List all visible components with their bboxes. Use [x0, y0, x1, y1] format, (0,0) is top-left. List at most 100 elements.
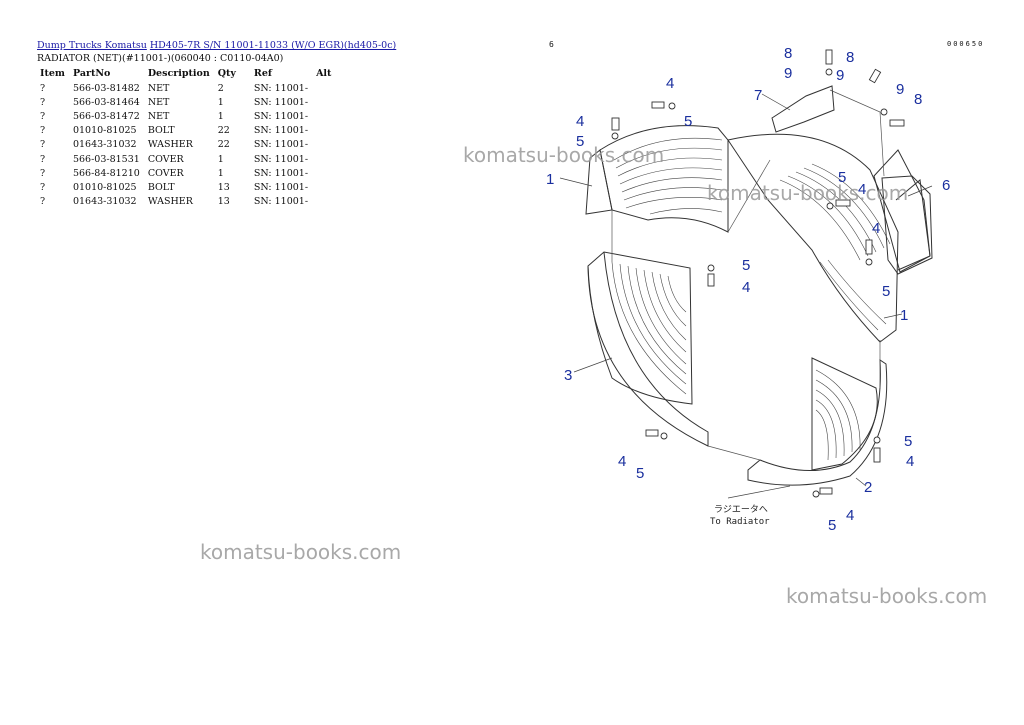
column-header-alt: Alt: [316, 68, 332, 79]
net-upper-left: [585, 125, 729, 233]
cell-item: ?: [40, 153, 46, 165]
watermark-right: komatsu-books.com: [707, 181, 909, 205]
callout-3: 3: [564, 367, 572, 384]
watermark-bottom-left: komatsu-books.com: [200, 540, 402, 564]
cell-partno: 01010-81025: [72, 125, 137, 137]
cell-item: ?: [40, 167, 46, 179]
cell-item: ?: [40, 125, 46, 137]
cell-description: BOLT: [147, 181, 175, 193]
callout-4-f: 4: [618, 453, 626, 470]
cell-partno: 566-84-81210: [72, 167, 140, 179]
cell-qty: 1: [217, 153, 224, 165]
cell-description: COVER: [147, 153, 184, 165]
cell-description: NET: [147, 96, 170, 108]
column-header-partno: PartNo: [72, 68, 111, 79]
cell-ref: SN: 11001-: [253, 196, 309, 208]
callout-4-e: 4: [742, 279, 750, 296]
note-to-radiator-jp: ラジエータへ: [714, 504, 768, 515]
callout-4-c: 4: [858, 181, 866, 198]
table-row: ? 01643-31032 WASHER 13 SN: 11001-: [36, 195, 335, 209]
breadcrumb: Dump Trucks Komatsu HD405-7R S/N 11001-1…: [37, 40, 396, 51]
drawing-code: 000650: [947, 40, 985, 48]
column-header-item: Item: [40, 68, 65, 79]
cell-qty: 1: [217, 96, 224, 108]
table-row: ? 01010-81025 BOLT 13 SN: 11001-: [36, 180, 335, 194]
table-row: ? 01010-81025 BOLT 22 SN: 11001-: [36, 124, 335, 138]
callout-8-b: 8: [846, 49, 854, 66]
callout-5-g: 5: [904, 433, 912, 450]
cell-ref: SN: 11001-: [253, 96, 309, 108]
cell-qty: 13: [217, 181, 230, 193]
callout-2: 2: [864, 479, 872, 496]
watermark-bottom-right: komatsu-books.com: [786, 584, 988, 608]
cell-qty: 1: [217, 167, 224, 179]
callout-4-b: 4: [666, 75, 674, 92]
cell-partno: 01643-31032: [72, 139, 137, 151]
breadcrumb-link-category[interactable]: Dump Trucks Komatsu: [37, 40, 147, 51]
fastener-glyphs: [611, 49, 905, 498]
table-row: ? 566-03-81531 COVER 1 SN: 11001-: [36, 152, 335, 166]
cell-item: ?: [40, 110, 46, 122]
cover-part-7: [771, 85, 835, 133]
callout-5-c: 5: [838, 169, 846, 186]
table-header-row: Item PartNo Description Qty Ref Alt: [36, 66, 335, 81]
callout-4-g: 4: [906, 453, 914, 470]
page-number: 6: [549, 40, 554, 49]
callout-4-a: 4: [576, 113, 584, 130]
parts-table: Item PartNo Description Qty Ref Alt ? 566…: [36, 66, 335, 209]
cell-ref: SN: 11001-: [253, 153, 309, 165]
cell-partno: 566-03-81531: [72, 153, 140, 165]
callout-1-right: 1: [900, 307, 908, 324]
cell-partno: 566-03-81482: [72, 82, 140, 94]
cell-ref: SN: 11001-: [253, 181, 309, 193]
callout-1-left: 1: [546, 171, 554, 188]
callout-5-h: 5: [828, 517, 836, 534]
cell-qty: 22: [217, 125, 230, 137]
callout-5-e: 5: [742, 257, 750, 274]
cell-qty: 13: [217, 196, 230, 208]
cell-ref: SN: 11001-: [253, 167, 309, 179]
cover-part-6: [881, 175, 933, 275]
cell-item: ?: [40, 181, 46, 193]
cell-ref: SN: 11001-: [253, 139, 309, 151]
callout-9-b: 9: [836, 67, 844, 84]
cell-qty: 1: [217, 110, 224, 122]
assembly-guide-lines: [611, 89, 885, 461]
cell-ref: SN: 11001-: [253, 110, 309, 122]
callout-9-a: 9: [784, 65, 792, 82]
callout-5-f: 5: [636, 465, 644, 482]
column-header-description: Description: [147, 68, 210, 79]
callout-8-c: 8: [914, 91, 922, 108]
callout-5-d: 5: [882, 283, 890, 300]
cell-description: NET: [147, 82, 170, 94]
column-header-qty: Qty: [217, 68, 236, 79]
cell-description: NET: [147, 110, 170, 122]
cell-description: WASHER: [147, 196, 193, 208]
callout-9-c: 9: [896, 81, 904, 98]
cell-item: ?: [40, 96, 46, 108]
note-to-radiator-en: To Radiator: [710, 517, 770, 527]
cell-item: ?: [40, 139, 46, 151]
callout-5-a: 5: [576, 133, 584, 150]
cell-partno: 01643-31032: [72, 196, 137, 208]
cell-description: BOLT: [147, 125, 175, 137]
cell-ref: SN: 11001-: [253, 82, 309, 94]
callout-4-d: 4: [872, 220, 880, 237]
page-subtitle: RADIATOR (NET)(#11001-)(060040 : C0110-0…: [37, 53, 284, 64]
cell-item: ?: [40, 196, 46, 208]
cell-partno: 01010-81025: [72, 181, 137, 193]
callout-6: 6: [942, 177, 950, 194]
breadcrumb-link-model[interactable]: HD405-7R S/N 11001-11033 (W/O EGR)(hd405…: [149, 40, 397, 51]
watermark-top: komatsu-books.com: [463, 143, 665, 167]
net-lower-right: [747, 357, 888, 486]
callout-4-h: 4: [846, 507, 854, 524]
cell-ref: SN: 11001-: [253, 125, 309, 137]
cell-qty: 22: [217, 139, 230, 151]
callout-5-b: 5: [684, 113, 692, 130]
